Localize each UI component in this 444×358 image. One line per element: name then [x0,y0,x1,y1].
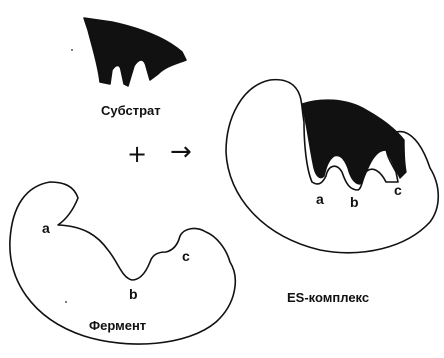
substrate-shape [84,18,186,86]
enzyme-site-c-label: c [182,248,190,264]
complex-site-c-label: c [394,182,402,198]
scan-speck [65,301,67,303]
reaction-arrow: → [170,137,192,167]
enzyme-label: Фермент [89,318,146,333]
complex-site-a-label: a [316,191,324,207]
complex-substrate-shape [302,100,406,184]
enzyme-site-a-label: a [42,220,50,236]
complex-label: ES-комплекс [287,290,369,305]
plus-sign: + [127,140,147,168]
complex-site-b-label: b [350,194,359,210]
substrate-label: Субстрат [101,103,161,118]
enzyme-site-b-label: b [129,286,138,302]
scan-speck [71,49,73,51]
